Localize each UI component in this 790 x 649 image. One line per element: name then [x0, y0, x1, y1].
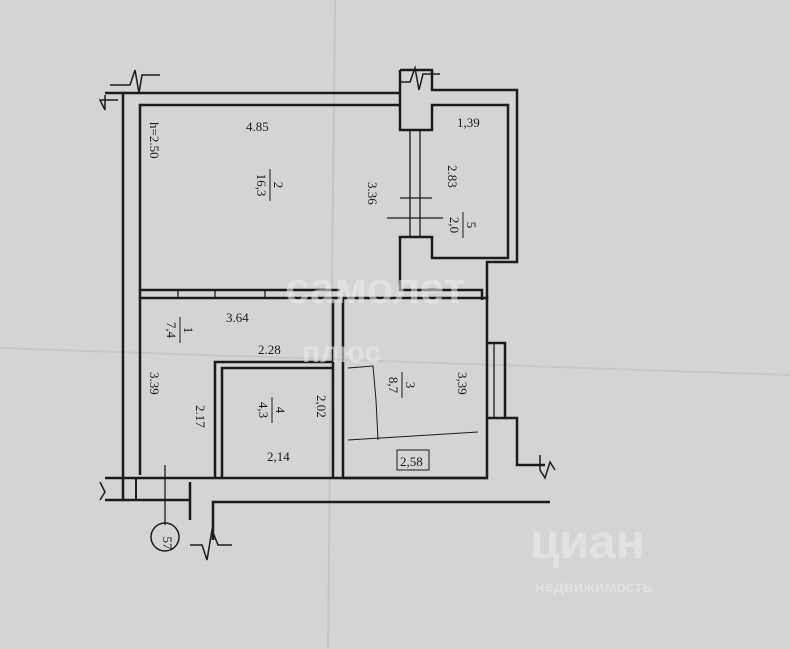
watermark-top: самолет [285, 264, 465, 313]
axis-marker-circle [150, 522, 180, 552]
room-4-length: 2,02 [314, 395, 329, 418]
watermark-top-sub: плюс [302, 336, 381, 369]
room-2-width: 4.85 [246, 119, 269, 134]
watermark-bottom-sub: недвижимость [535, 579, 652, 596]
room-1-area: 7,4 [164, 322, 179, 339]
room-2-length: 3.36 [365, 182, 380, 205]
room-5-length: 2.83 [445, 165, 460, 188]
room-3-number: 3 [403, 382, 418, 389]
axis-marker-label: 57 [160, 537, 175, 551]
room-2-area: 16,3 [254, 174, 269, 197]
paper-fold [0, 347, 790, 376]
room-1-number: 1 [181, 327, 196, 334]
room-3-area: 8,7 [386, 377, 401, 394]
room-1-corridor-width: 2.28 [258, 342, 281, 357]
room-5-area: 2,0 [447, 217, 462, 233]
room-1-width: 3.64 [226, 310, 249, 325]
room-5-width: 1,39 [457, 115, 480, 130]
room-4-area: 4,3 [256, 402, 271, 418]
paper-fold [327, 0, 336, 649]
ceiling-height-label: h=2.50 [147, 122, 162, 159]
room-2-number: 2 [271, 182, 286, 189]
room-5-number: 5 [464, 222, 479, 229]
room-3-length: 3,39 [455, 372, 470, 395]
room-1-corridor-length: 2.17 [193, 405, 208, 428]
walls [98, 65, 556, 561]
room-4-width: 2,14 [267, 449, 290, 464]
watermark-bottom: циан [530, 516, 645, 569]
room-3-width: 2,58 [400, 454, 423, 469]
room-4-number: 4 [273, 407, 288, 414]
room-1-length: 3.39 [147, 372, 162, 395]
